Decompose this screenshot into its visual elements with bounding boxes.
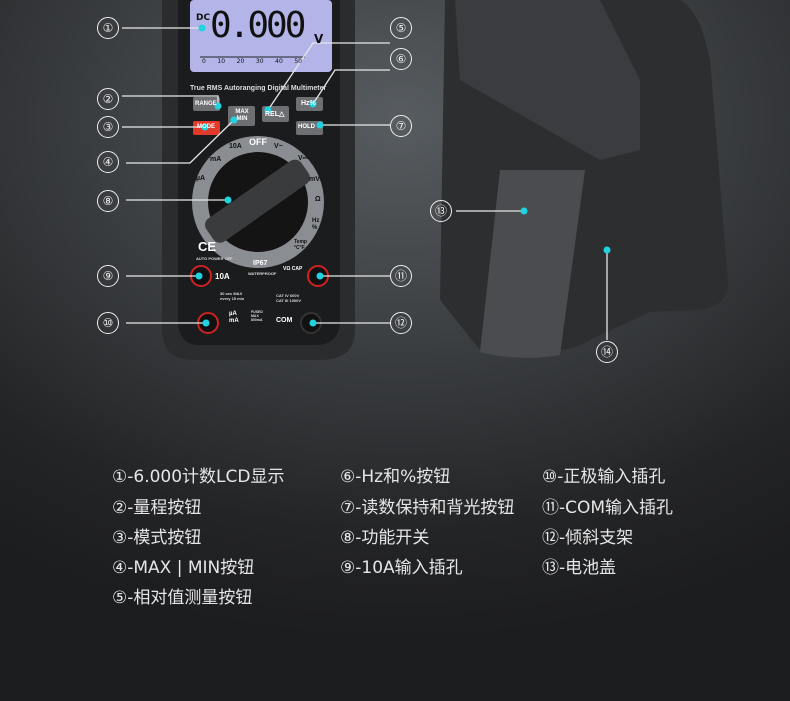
legend-item-5: ⑤-相对值测量按钮 bbox=[112, 588, 253, 608]
callout-12: ⑫ bbox=[390, 312, 412, 334]
callout-6: ⑥ bbox=[390, 48, 412, 70]
mode-label: MODE bbox=[197, 124, 215, 130]
model-text: True RMS Autoranging Digital Multimeter bbox=[190, 85, 327, 92]
legend-item-4: ④-MAX | MIN按钮 bbox=[112, 558, 255, 578]
callout-11: ⑪ bbox=[390, 265, 412, 287]
dial-ma: mA bbox=[210, 156, 222, 163]
dial-off: OFF bbox=[249, 137, 267, 147]
legend-item-9: ⑨-10A输入插孔 bbox=[340, 558, 463, 578]
callout-3: ③ bbox=[97, 116, 119, 138]
legend-item-10: ⑩-正极输入插孔 bbox=[542, 467, 666, 487]
waterproof: WATERPROOF bbox=[248, 271, 277, 276]
callout-13: ⑬ bbox=[430, 200, 452, 222]
lcd-screen bbox=[190, 0, 332, 72]
callout-1: ① bbox=[97, 17, 119, 39]
label-cat: CAT IV 600V CAT III 1000V bbox=[276, 293, 302, 303]
rel-label: REL△ bbox=[265, 111, 285, 118]
legend-item-13: ⑬-电池盖 bbox=[542, 558, 617, 578]
max-min-label: MAX MIN bbox=[235, 109, 249, 122]
tilt-stand bbox=[480, 170, 585, 358]
range-label: RANGE bbox=[195, 101, 217, 107]
label-v-cap: VΩ CAP bbox=[283, 266, 303, 272]
lcd-reading: 0.000 bbox=[210, 5, 306, 46]
lcd-mode: DC bbox=[196, 13, 211, 23]
callout-8: ⑧ bbox=[97, 190, 119, 212]
callout-9: ⑨ bbox=[97, 265, 119, 287]
label-ua-ma: µA mA bbox=[229, 311, 239, 324]
legend-item-6: ⑥-Hz和%按钮 bbox=[340, 467, 451, 487]
legend-item-11: ⑪-COM输入插孔 bbox=[542, 498, 674, 518]
label-10a: 10A bbox=[215, 272, 230, 281]
callout-2: ② bbox=[97, 88, 119, 110]
auto-power-off: AUTO POWER OFF bbox=[196, 256, 233, 261]
hz-label: Hz% bbox=[301, 100, 316, 107]
dial-temp: Temp °C°F bbox=[294, 239, 307, 251]
ce-mark: CE bbox=[198, 239, 217, 254]
callout-14: ⑭ bbox=[596, 341, 618, 363]
ip-rating: IP67 bbox=[253, 260, 268, 267]
range-button bbox=[193, 97, 220, 111]
callout-4: ④ bbox=[97, 151, 119, 173]
callout-10: ⑩ bbox=[97, 312, 119, 334]
dial-ua: µA bbox=[196, 175, 206, 182]
label-fused: FUSED MAX 800mA bbox=[251, 310, 263, 322]
callout-5: ⑤ bbox=[390, 17, 412, 39]
dial-hz: Hz % bbox=[312, 218, 320, 231]
legend-item-1: ①-6.000计数LCD显示 bbox=[112, 467, 285, 487]
legend-item-8: ⑧-功能开关 bbox=[340, 528, 430, 548]
dial-ohm: Ω bbox=[315, 196, 321, 203]
hold-label: HOLD bbox=[298, 124, 315, 130]
legend-item-12: ⑫-倾斜支架 bbox=[542, 528, 634, 548]
lcd-unit: V bbox=[314, 32, 324, 46]
hold-button bbox=[296, 121, 323, 135]
label-com: COM bbox=[276, 317, 293, 324]
label-limit: 30 sec MAX every 15 min bbox=[220, 291, 245, 301]
legend-item-2: ②-量程按钮 bbox=[112, 498, 202, 518]
dial-vdc: V⎓ bbox=[298, 155, 309, 162]
legend-item-3: ③-模式按钮 bbox=[112, 528, 202, 548]
legend-item-7: ⑦-读数保持和背光按钮 bbox=[340, 498, 515, 518]
dial-mv: mV bbox=[309, 176, 320, 183]
callout-7: ⑦ bbox=[390, 115, 412, 137]
dial-vac: V~ bbox=[274, 143, 283, 150]
dial-10a: 10A bbox=[229, 143, 242, 150]
